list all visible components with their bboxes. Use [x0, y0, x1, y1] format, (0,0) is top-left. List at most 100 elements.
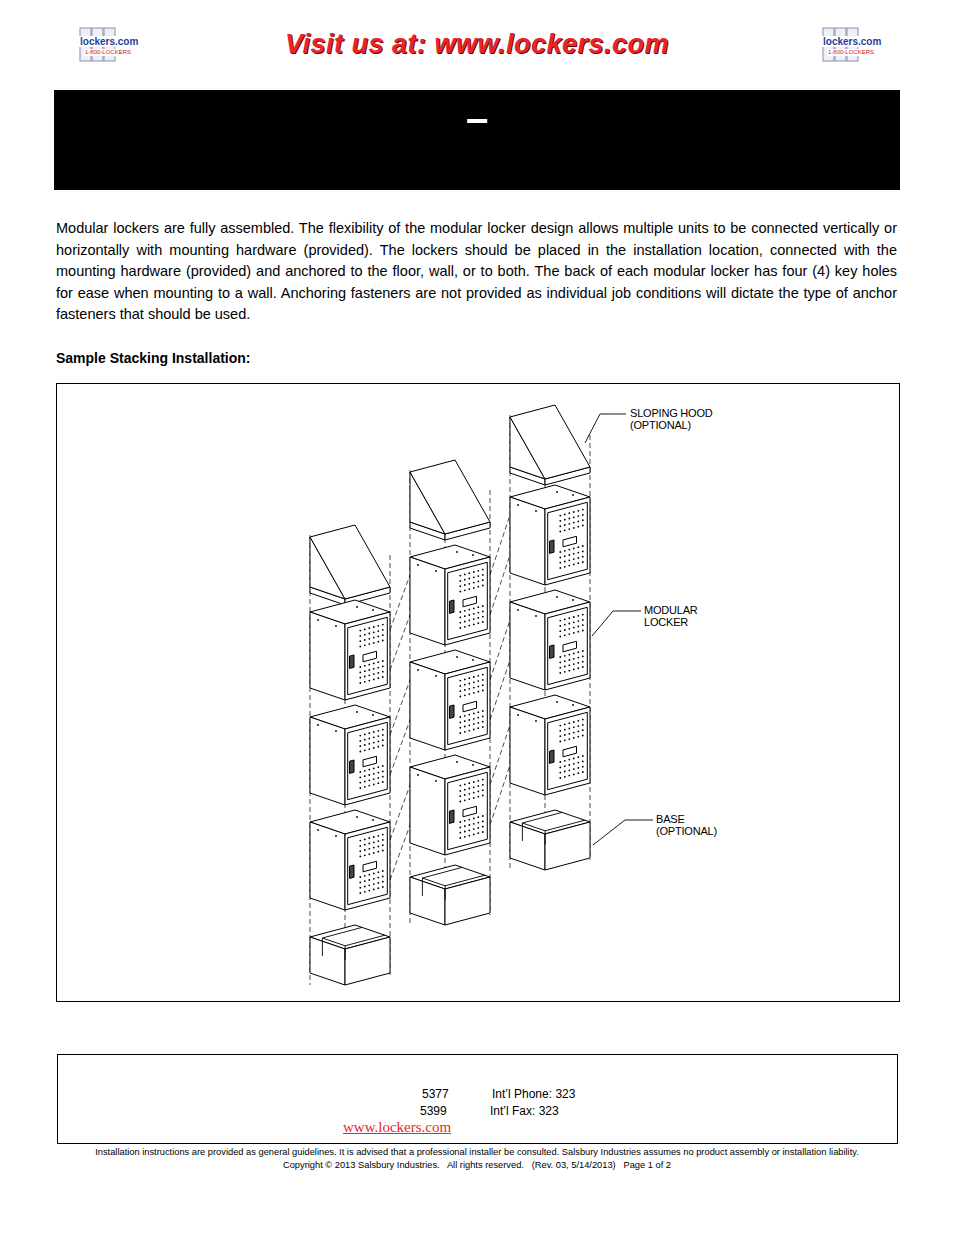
base-opening [422, 867, 484, 885]
vent-dot [473, 786, 475, 788]
vent-dot [456, 656, 458, 658]
vent-dot [535, 615, 537, 617]
locker-front [345, 822, 390, 910]
locker-plate [563, 536, 577, 547]
vent-dot [359, 876, 361, 878]
locker-plate [563, 641, 577, 652]
vent-dot [568, 617, 570, 619]
leader-lines [585, 414, 653, 845]
vent-dot [456, 551, 458, 553]
vent-dot [582, 561, 584, 563]
vent-dot [373, 626, 375, 628]
vent-dot [477, 622, 479, 624]
base-opening [322, 927, 384, 945]
vent-dot [577, 662, 579, 664]
vent-dot [573, 768, 575, 770]
vent-dot [559, 767, 561, 769]
vent-dot [417, 774, 419, 776]
vent-dot [382, 634, 384, 636]
vent-dot [359, 782, 361, 784]
vent-dot [468, 829, 470, 831]
vent-dot [568, 728, 570, 730]
vent-dot [568, 670, 570, 672]
locker-side [410, 662, 445, 750]
vent-dot [482, 569, 484, 571]
locker-lock [550, 750, 555, 763]
vent-dot [473, 729, 475, 731]
vent-dot [435, 570, 437, 572]
vent-dot [517, 504, 519, 506]
vent-dot [477, 785, 479, 787]
vent-dot [559, 761, 561, 763]
vent-dot [482, 616, 484, 618]
vent-dot [464, 715, 466, 717]
vent-dot [473, 613, 475, 615]
vent-dot [368, 769, 370, 771]
vent-dot [559, 725, 561, 727]
vent-dot [382, 739, 384, 741]
vent-dot [582, 525, 584, 527]
vent-dot [473, 576, 475, 578]
vent-dot [368, 884, 370, 886]
vent-dot [373, 731, 375, 733]
locker-door [348, 722, 388, 799]
locker-lock [350, 655, 355, 668]
vent-dot [573, 658, 575, 660]
vent-dot [364, 644, 366, 646]
vent-dot [477, 680, 479, 682]
locker-door [448, 562, 488, 639]
vent-dot [377, 877, 379, 879]
vent-dot [564, 555, 566, 557]
node-text: 5377 [422, 1087, 449, 1101]
vent-dot [559, 772, 561, 774]
vent-dot [477, 606, 479, 608]
vent-dot [577, 557, 579, 559]
vent-dot [556, 701, 558, 703]
callout-label: BASE (OPTIONAL) [656, 813, 728, 837]
locker-plate [463, 806, 477, 817]
base-opening [545, 831, 546, 845]
vent-dot [568, 775, 570, 777]
vent-dot [468, 625, 470, 627]
vent-dot [359, 777, 361, 779]
vent-dot [482, 795, 484, 797]
vent-dot [373, 852, 375, 854]
guide-line [490, 515, 510, 575]
vent-dot [472, 554, 474, 556]
locker-plate [463, 596, 477, 607]
vent-dot [568, 528, 570, 530]
vent-dot [577, 526, 579, 528]
vent-dot [559, 672, 561, 674]
vent-dot [559, 557, 561, 559]
vent-dot [577, 651, 579, 653]
vent-dot [373, 878, 375, 880]
vent-dot [477, 586, 479, 588]
vent-dot [568, 523, 570, 525]
vent-dot [564, 655, 566, 657]
vent-dot [473, 571, 475, 573]
vent-dot [482, 789, 484, 791]
vent-dot [468, 724, 470, 726]
vent-dot [573, 522, 575, 524]
vent-dot [364, 839, 366, 841]
locker-front [345, 612, 390, 700]
vent-dot [459, 690, 461, 692]
vent-dot [577, 731, 579, 733]
vent-dot [359, 751, 361, 753]
vent-dot [359, 677, 361, 679]
locker-plate [463, 701, 477, 712]
vent-dot [368, 848, 370, 850]
drawing-frame [57, 384, 900, 1002]
vent-dot [468, 609, 470, 611]
vent-dot [582, 514, 584, 516]
vent-dot [564, 671, 566, 673]
vent-dot [382, 729, 384, 731]
vent-dot [559, 515, 561, 517]
vent-dot [368, 638, 370, 640]
vent-dot [468, 819, 470, 821]
vent-dot [568, 664, 570, 666]
vent-dot [477, 827, 479, 829]
vent-dot [482, 579, 484, 581]
vent-dot [573, 732, 575, 734]
vent-dot [335, 730, 337, 732]
